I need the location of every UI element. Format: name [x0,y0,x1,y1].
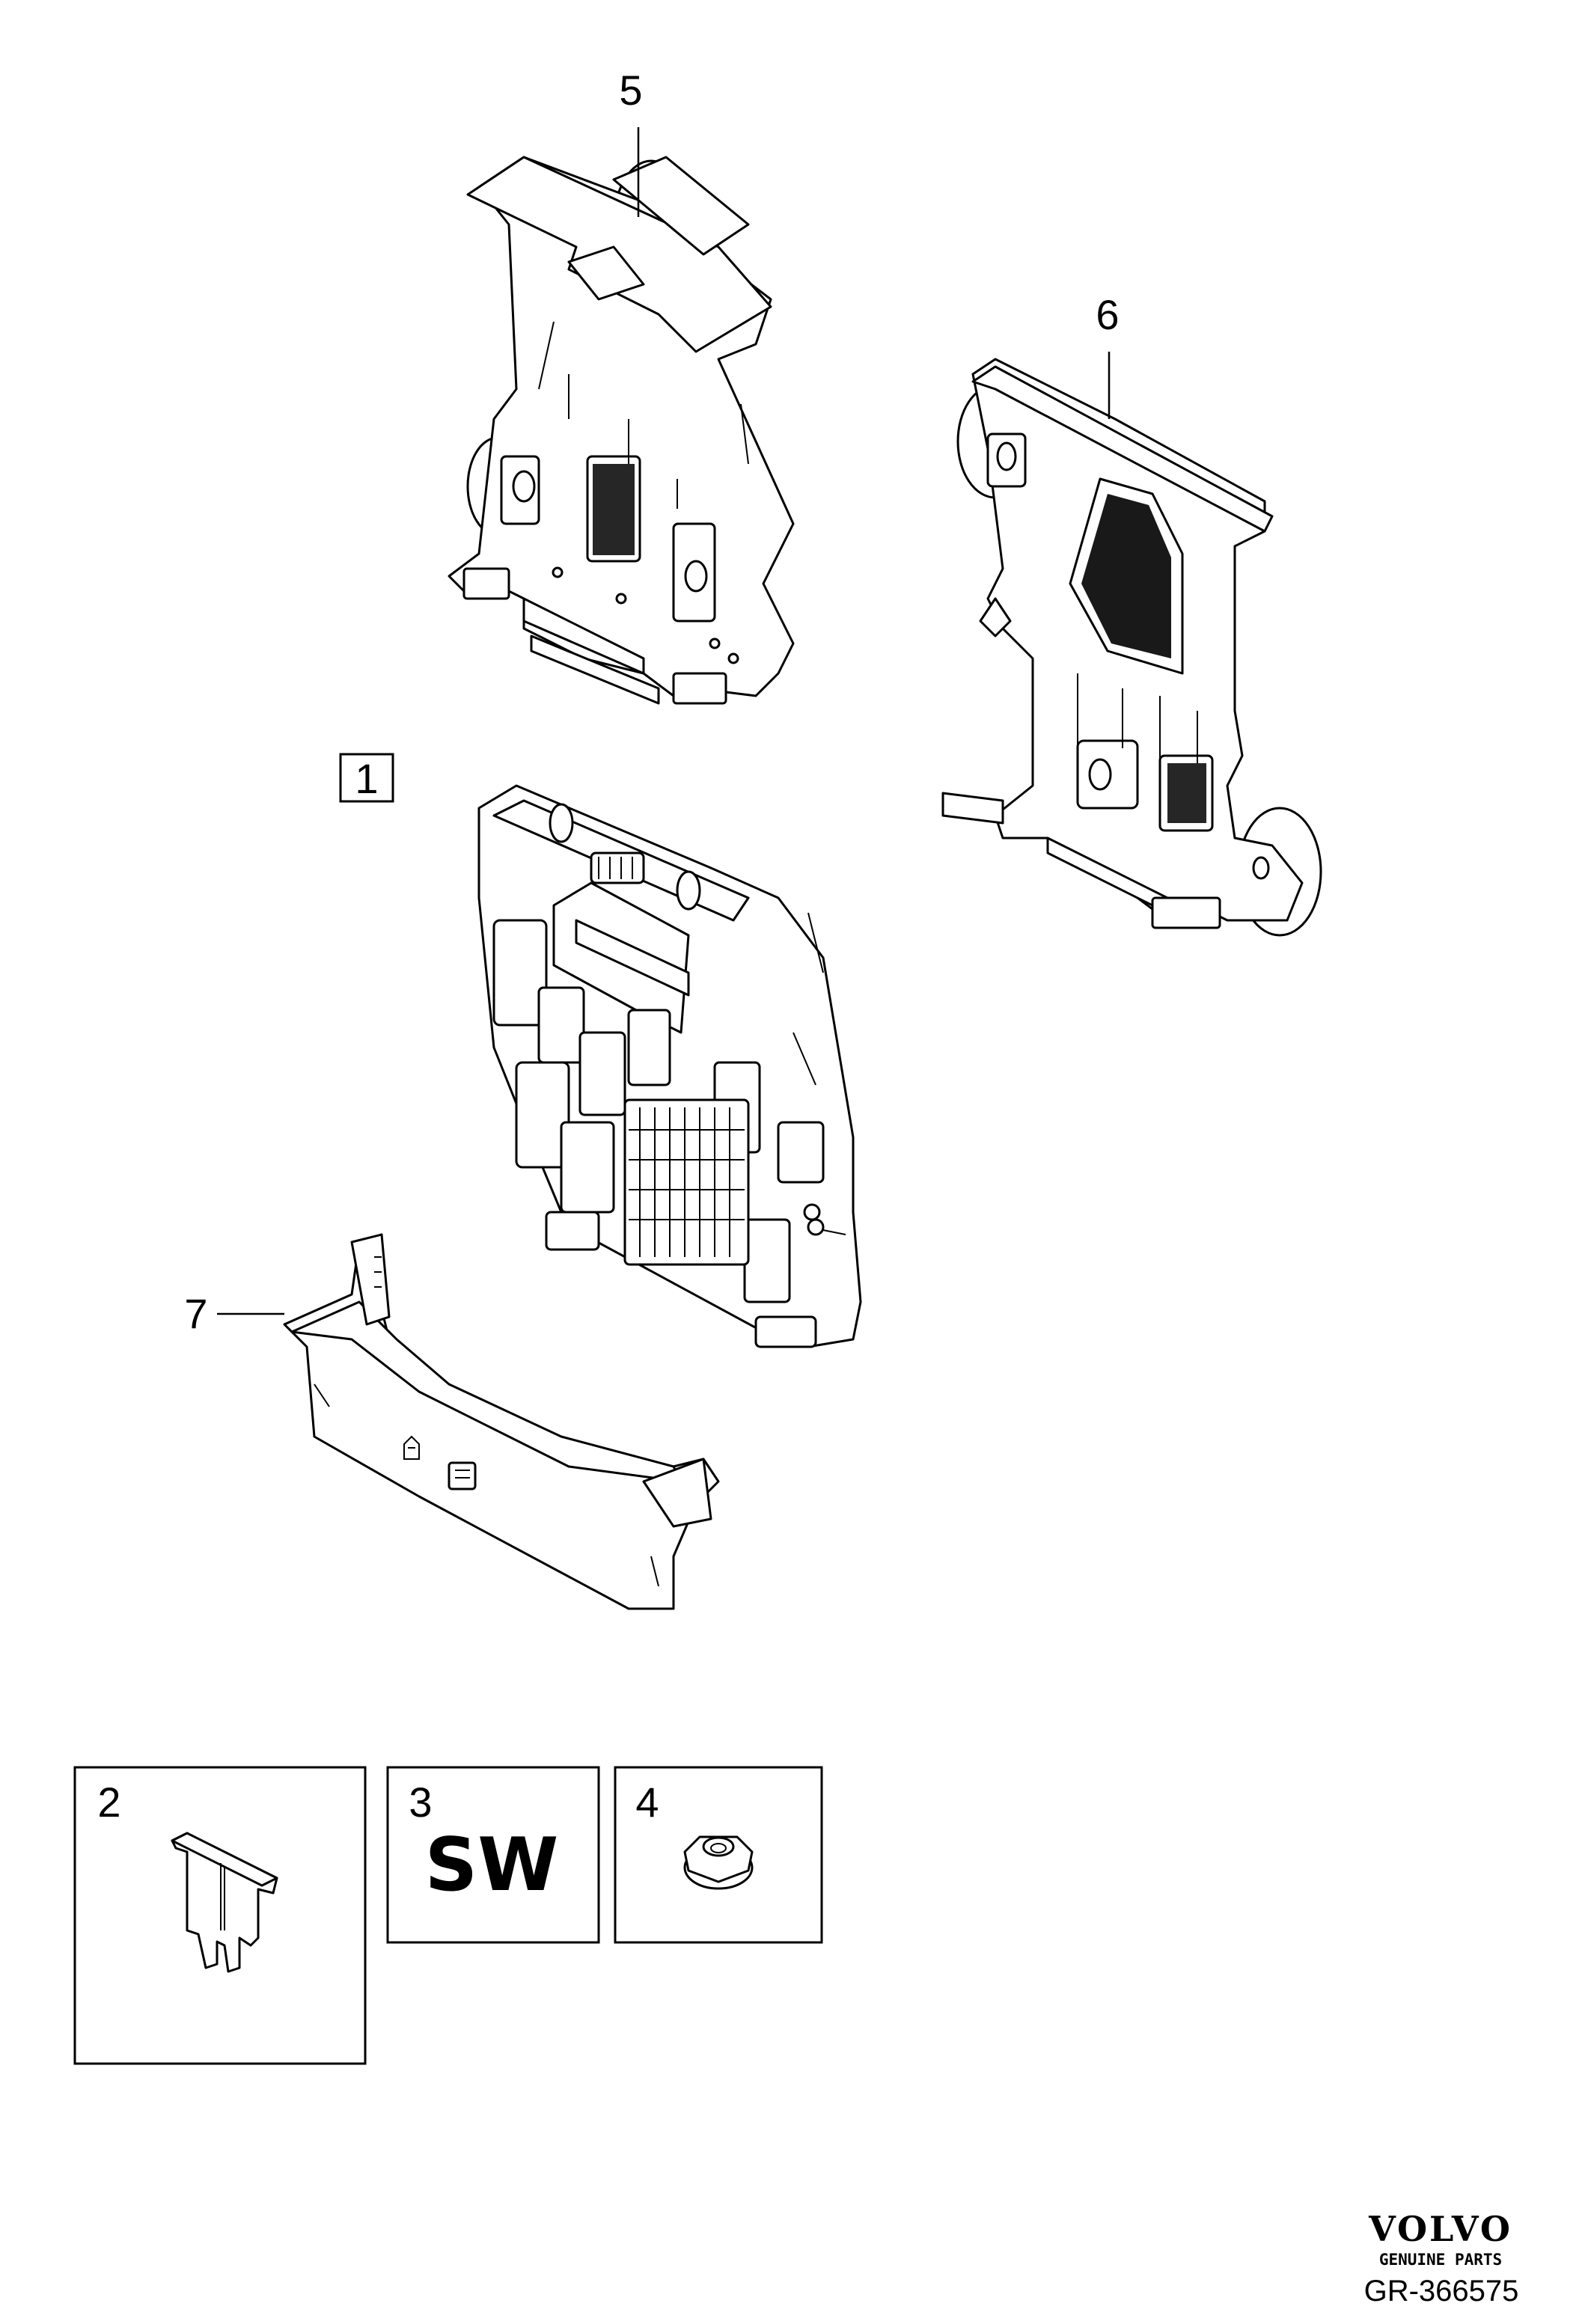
callout-6: 6 [1096,291,1120,419]
bracket-5 [448,156,795,705]
item-box-4: 4 [614,1766,823,1944]
svg-text:4: 4 [635,1779,659,1826]
bracket-6 [941,358,1322,937]
volvo-logo: VOLVO [1369,2209,1512,2249]
svg-text:5: 5 [619,67,642,114]
cover-7 [283,1233,720,1610]
flange-nut-icon [683,1835,754,1890]
software-label: SW [425,1823,559,1908]
svg-text:3: 3 [409,1779,432,1826]
svg-text:2: 2 [97,1779,120,1826]
item-box-2: 2 [73,1766,367,2065]
callout-7: 7 [184,1290,284,1337]
fuse-icon [171,1832,278,1973]
svg-text:7: 7 [184,1290,207,1337]
svg-text:1: 1 [355,755,378,802]
control-module-1 [477,784,862,1348]
svg-text:6: 6 [1096,291,1119,338]
item-box-3: 3 SW [386,1766,600,1944]
diagram-reference-number: GR-366575 [1364,2275,1519,2308]
genuine-parts-tagline: GENUINE PARTS [1378,2251,1503,2269]
fuse-array [623,1098,750,1266]
callout-1: 1 [339,753,394,803]
callout-5: 5 [619,67,643,217]
